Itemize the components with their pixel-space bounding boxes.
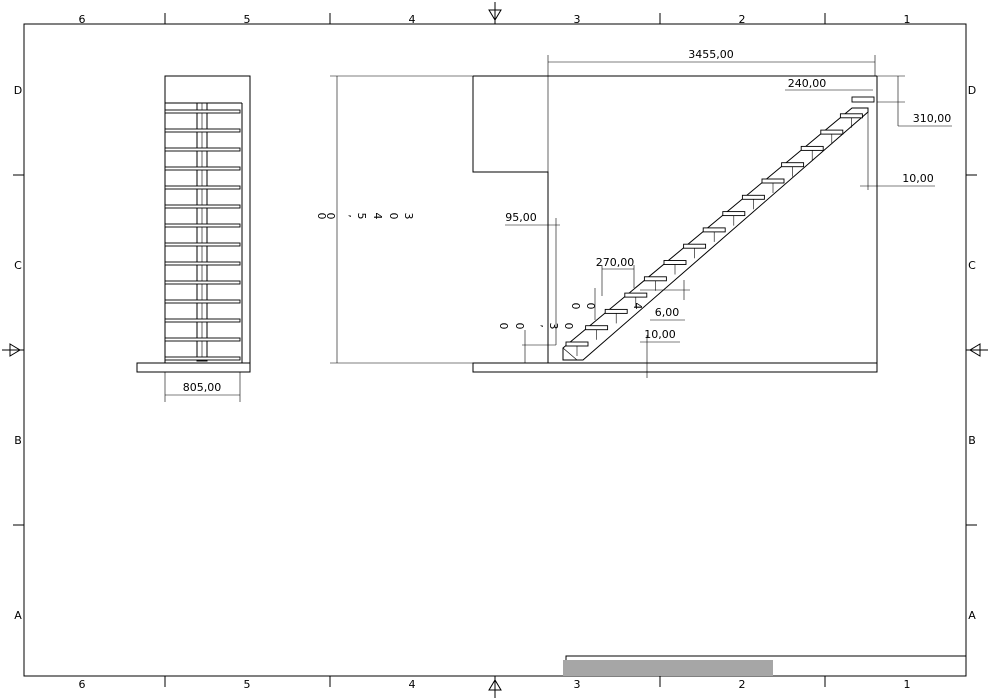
elevation-tread (585, 325, 609, 331)
elevation-tread (663, 260, 687, 265)
elevation-tread (722, 211, 746, 217)
zone-row-d-left: D (14, 84, 22, 97)
lower-height-char: ’ (532, 324, 545, 328)
overall-height-char: 3 (402, 213, 415, 220)
zone-col-2-top: 2 (739, 13, 746, 26)
zone-row-c-right: C (968, 259, 976, 272)
elevation-tread (702, 227, 726, 233)
bottom-gap-dimension: 10,00 (644, 328, 676, 341)
zone-col-2-bottom: 2 (739, 678, 746, 691)
elevation-tread (604, 308, 628, 314)
plan-tread (164, 128, 241, 133)
plan-tread (164, 318, 241, 323)
elevation-view (330, 75, 878, 373)
overall-height-char: 0 (387, 213, 400, 220)
overall-length-dimension: 3455,00 (688, 48, 734, 61)
top-landing (851, 96, 875, 103)
elevation-tread (565, 341, 589, 347)
elevation-tread (624, 292, 648, 298)
plan-tread (164, 109, 241, 114)
plan-tread (164, 280, 241, 285)
stair-stringer (562, 107, 869, 361)
plan-tread (164, 204, 241, 209)
plan-view: 805,00 (136, 75, 251, 402)
zone-ticks (13, 13, 977, 687)
elevation-tread (741, 194, 765, 200)
riser-height-char: 0 (584, 303, 597, 310)
elevation-tread (800, 145, 824, 151)
elevation-tread (839, 113, 863, 119)
zone-col-1-top: 1 (904, 13, 911, 26)
zone-row-a-left: A (14, 609, 22, 622)
floor-slab (472, 362, 878, 373)
plan-tread (164, 185, 241, 190)
title-block (563, 655, 966, 676)
zone-row-a-right: A (968, 609, 976, 622)
overall-height-char: 4 (371, 213, 384, 220)
zone-row-b-left: B (14, 434, 22, 447)
plan-tread (164, 261, 241, 266)
plan-floor-slab (136, 362, 251, 373)
zone-row-b-right: B (968, 434, 976, 447)
elevation-tread (781, 162, 805, 168)
plan-width-dimension: 805,00 (183, 381, 222, 394)
elevation-tread (683, 243, 707, 249)
lower-height-char: 0 (513, 323, 526, 330)
zone-col-3-top: 3 (574, 13, 581, 26)
plan-tread (164, 147, 241, 152)
tread-thickness-dimension: 6,00 (655, 306, 680, 319)
landing-width-dimension: 240,00 (788, 77, 827, 90)
lower-height-char: 0 (497, 323, 510, 330)
overall-height-char: 0 (324, 213, 337, 220)
zone-col-1-bottom: 1 (904, 678, 911, 691)
plan-tread (164, 299, 241, 304)
elevation-tread (643, 276, 667, 282)
wall-gap-dimension: 10,00 (902, 172, 934, 185)
plan-tread (164, 166, 241, 171)
overall-height-char: ’ (340, 214, 353, 218)
top-offset-dimension: 310,00 (913, 112, 952, 125)
plan-tread (164, 223, 241, 228)
elevation-tread (820, 129, 844, 135)
zone-col-4-bottom: 4 (409, 678, 416, 691)
zone-col-6-bottom: 6 (79, 678, 86, 691)
overall-height-dimension: 0 (315, 213, 328, 220)
zone-col-6-top: 6 (79, 13, 86, 26)
riser-height-char: 4 (631, 303, 644, 310)
plan-tread (164, 337, 241, 342)
zone-col-5-bottom: 5 (244, 678, 251, 691)
zone-row-c-left: C (14, 259, 22, 272)
plan-treads (164, 109, 241, 361)
plan-tread (164, 356, 241, 361)
overall-height-char: 0 (315, 213, 328, 220)
zone-col-5-top: 5 (244, 13, 251, 26)
zone-row-d-right: D (968, 84, 976, 97)
elevation-tread (761, 178, 785, 184)
zone-col-4-top: 4 (409, 13, 416, 26)
lower-offset-dimension: 95,00 (505, 211, 537, 224)
zone-col-3-bottom: 3 (574, 678, 581, 691)
lower-height-char: 3 (547, 323, 560, 330)
tread-depth-dimension: 270,00 (596, 256, 635, 269)
title-bar (563, 660, 773, 676)
lower-height-char: 0 (562, 323, 575, 330)
plan-tread (164, 242, 241, 247)
elevation-treads (565, 113, 863, 356)
overall-height-char: 5 (355, 213, 368, 220)
riser-height-char: 0 (569, 303, 582, 310)
wall-outline (472, 76, 549, 363)
